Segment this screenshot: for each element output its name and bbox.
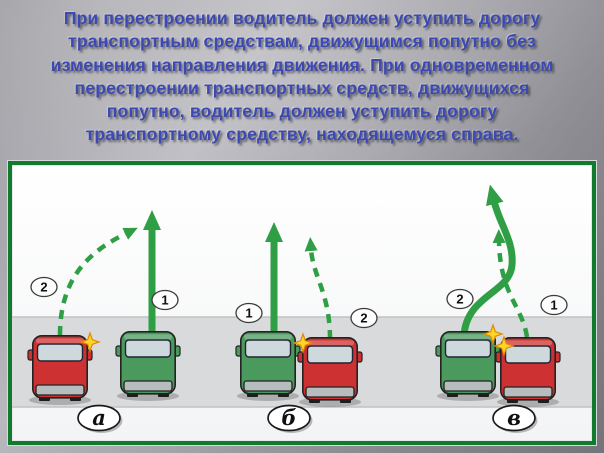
lane-change-arrow-v-red (492, 229, 530, 338)
badge-1-v: 1 (540, 294, 568, 316)
green-car-a (115, 330, 181, 402)
svg-text:2: 2 (456, 292, 463, 307)
badge-2-b: 2 (350, 307, 378, 329)
svg-text:б: б (281, 405, 296, 430)
svg-text:2: 2 (40, 280, 47, 295)
scenario-v: 2 1 в (435, 184, 568, 433)
red-car-b (297, 336, 363, 408)
svg-text:1: 1 (550, 298, 557, 313)
badge-1-a: 1 (151, 289, 179, 311)
badge-2-v: 2 (446, 288, 474, 310)
badge-1-b: 1 (235, 302, 263, 324)
red-car-a (27, 334, 93, 406)
green-car-b (235, 330, 301, 402)
scenario-b: 1 2 б (235, 222, 378, 433)
svg-text:1: 1 (245, 306, 252, 321)
badge-2-a: 2 (30, 276, 58, 298)
svg-text:1: 1 (161, 293, 168, 308)
svg-text:в: в (507, 405, 521, 430)
svg-text:2: 2 (360, 311, 367, 326)
scenarios-illustration: 2 1 а (12, 184, 592, 433)
lane-change-arrow-b (304, 237, 333, 340)
lane-change-arrow-v-green (460, 184, 516, 336)
lane-change-arrow-a (57, 227, 138, 336)
diagram-panel: 2 1 а (8, 161, 596, 445)
scenario-label-v: в (492, 404, 538, 433)
svg-text:а: а (92, 405, 106, 430)
scenario-label-a: а (77, 404, 123, 433)
scenario-a: 2 1 а (27, 210, 181, 433)
slide-title: При перестроении водитель должен уступит… (50, 8, 554, 145)
scenario-label-b: б (267, 404, 313, 433)
green-car-v (435, 330, 501, 402)
